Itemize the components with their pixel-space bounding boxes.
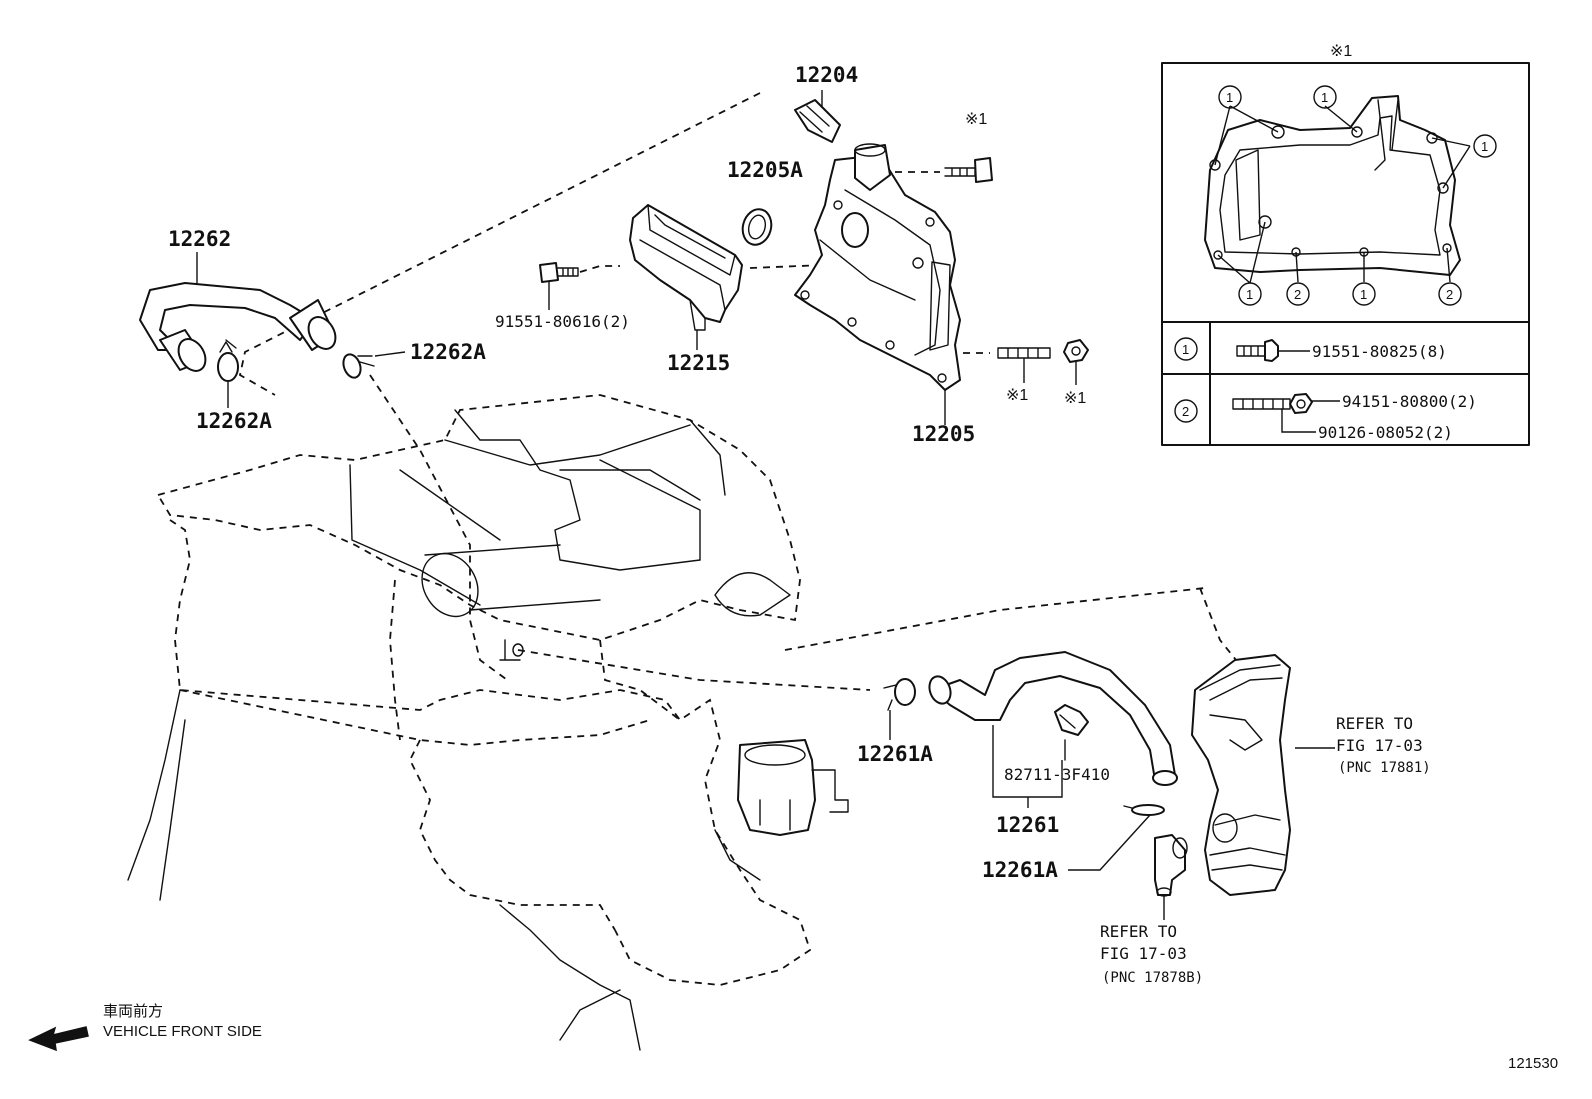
svg-text:1: 1 — [1360, 287, 1367, 302]
ref1-line3: (PNC 17881) — [1338, 760, 1431, 776]
label-12261A-mid: 12261A — [857, 742, 933, 766]
ref2-line3: (PNC 17878B) — [1102, 970, 1203, 986]
inset-frame — [1161, 62, 1530, 446]
ref1-line2: FIG 17-03 — [1336, 736, 1423, 755]
bolt-91551-80616 — [539, 262, 579, 310]
cover-12205 — [794, 143, 961, 425]
refer-notes: REFER TO FIG 17-03 (PNC 17881) REFER TO … — [1100, 714, 1431, 986]
svg-text:1: 1 — [1481, 139, 1488, 154]
label-82711-3F410: 82711-3F410 — [1004, 765, 1110, 784]
svg-text:1: 1 — [1246, 287, 1253, 302]
label-12215: 12215 — [667, 351, 730, 375]
callout-1-a: 1 — [1218, 85, 1242, 109]
svg-text:2: 2 — [1294, 287, 1301, 302]
vehicle-front-indicator: 車両前方 VEHICLE FRONT SIDE — [28, 1003, 262, 1052]
label-12205: 12205 — [912, 422, 975, 446]
svg-text:2: 2 — [1182, 404, 1189, 419]
gasket-ring-12205A — [741, 208, 773, 246]
separator-12215 — [629, 204, 743, 350]
inset-title: ※1 — [1330, 43, 1352, 60]
ref2-line2: FIG 17-03 — [1100, 944, 1187, 963]
part-91551-80825: 91551-80825(8) — [1312, 342, 1447, 361]
callout-2-a: 2 — [1286, 282, 1310, 306]
inset-row-2: 2 94151-80800(2) 90126-08052(2) — [1174, 392, 1477, 442]
front-label-en: VEHICLE FRONT SIDE — [103, 1023, 262, 1040]
inset-row-1: 1 91551-80825(8) — [1174, 337, 1447, 362]
engine-outline — [127, 394, 849, 1051]
label-12262: 12262 — [168, 227, 231, 251]
assembly-lines — [238, 92, 1241, 691]
callout-1-b: 1 — [1313, 85, 1337, 109]
union-fitting — [1154, 834, 1188, 920]
ref1-line1: REFER TO — [1336, 714, 1413, 733]
clamp-12261A-mid — [883, 678, 916, 740]
label-12204: 12204 — [795, 63, 858, 87]
air-intake-hose — [1191, 654, 1335, 896]
ref2-line1: REFER TO — [1100, 922, 1177, 941]
stud-and-nut — [997, 339, 1089, 385]
label-mark1-nut: ※1 — [1064, 390, 1086, 407]
part-94151-80800: 94151-80800(2) — [1342, 392, 1477, 411]
svg-text:1: 1 — [1321, 90, 1328, 105]
clamp-12262A-left — [217, 339, 239, 408]
callout-2-b: 2 — [1438, 282, 1462, 306]
svg-text:1: 1 — [1226, 90, 1233, 105]
part-90126-08052: 90126-08052(2) — [1318, 423, 1453, 442]
svg-text:1: 1 — [1182, 342, 1189, 357]
bolt-mark1 — [944, 157, 993, 183]
label-12262A-left: 12262A — [196, 409, 272, 433]
callout-1-d: 1 — [1238, 282, 1262, 306]
front-label-jp: 車両前方 — [103, 1003, 163, 1020]
label-12261: 12261 — [996, 813, 1059, 837]
inset-panel: ※1 1 1 1 1 2 1 2 — [1161, 43, 1530, 446]
pcv-valve-12204 — [794, 90, 841, 143]
label-12262A-top: 12262A — [410, 340, 486, 364]
svg-text:2: 2 — [1446, 287, 1453, 302]
hose-12261 — [928, 651, 1178, 808]
clamp-12261A-low — [1068, 804, 1165, 871]
part-labels: 12204 12205A 12262 91551-80616(2) 12215 … — [168, 63, 1110, 882]
label-91551-80616: 91551-80616(2) — [495, 312, 630, 331]
clamp-12262A-top — [342, 351, 406, 379]
label-mark1-stud: ※1 — [1006, 387, 1028, 404]
hose-12262 — [139, 252, 337, 372]
figure-number: 121530 — [1508, 1055, 1558, 1072]
label-12205A: 12205A — [727, 158, 803, 182]
callout-1-e: 1 — [1352, 282, 1376, 306]
front-arrow-icon — [28, 1026, 89, 1052]
callout-1-c: 1 — [1473, 134, 1497, 158]
label-12261A-low: 12261A — [982, 858, 1058, 882]
label-mark1-bolt: ※1 — [965, 111, 987, 128]
